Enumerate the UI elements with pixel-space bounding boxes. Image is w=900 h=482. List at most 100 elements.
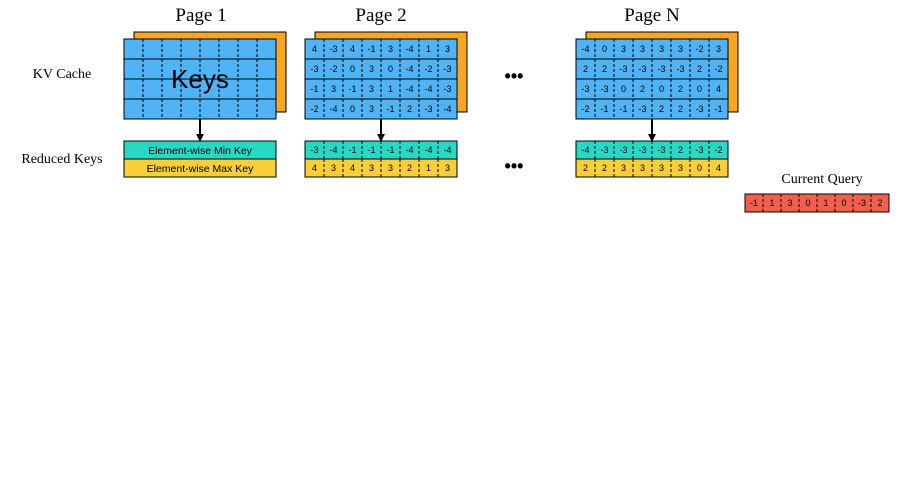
page-n-min-cell: -3: [619, 145, 627, 155]
page-n-key-cell: -3: [657, 64, 665, 74]
page-n-key-cell: 0: [659, 84, 664, 94]
page-n-key-cell: -3: [600, 84, 608, 94]
page-2-key-cell: -1: [310, 84, 318, 94]
page-n-key-cell: 0: [697, 84, 702, 94]
page-2-key-cell: -3: [424, 104, 432, 114]
page-2-min-cell: -1: [348, 145, 356, 155]
page-n-key-cell: 2: [697, 64, 702, 74]
page-2-key-cell: -2: [424, 64, 432, 74]
page-n-key-cell: 2: [659, 104, 664, 114]
ellipsis-reduced: •••: [505, 156, 524, 176]
page-n-min-cell: 2: [678, 145, 683, 155]
page-n-key-cell: -3: [638, 104, 646, 114]
page-n-max-cell: 3: [659, 163, 664, 173]
page-n-key-cell: 3: [716, 44, 721, 54]
page-2-title: Page 2: [355, 5, 406, 26]
reduced-keys-label: Reduced Keys: [21, 152, 102, 167]
page-n-min-cell: -4: [581, 145, 589, 155]
page-n-max-cell: 3: [678, 163, 683, 173]
page-2-key-cell: -4: [405, 44, 413, 54]
page-2-key-cell: 0: [388, 64, 393, 74]
page-2-key-cell: -4: [329, 104, 337, 114]
page-n: -4 0 3 3 3 3 -2 3 2 2 -3 -3 -3 -3 2 -2 -3 -3 0 2 0 2 0 4 -2 -1 -1 -…: [575, 31, 739, 178]
page-2-max-cell: 3: [331, 163, 336, 173]
page-2-key-cell: 3: [445, 44, 450, 54]
page-2-key-cell: 3: [388, 44, 393, 54]
page-n-key-cell: -3: [638, 64, 646, 74]
keys-label: Keys: [171, 64, 229, 94]
page-n-max-cell: 2: [583, 163, 588, 173]
min-key-label: Element-wise Min Key: [148, 145, 253, 157]
page-n-key-cell: -1: [600, 104, 608, 114]
page-n-min-cell: -3: [638, 145, 646, 155]
page-n-max-cell: 2: [602, 163, 607, 173]
page-2-key-cell: -3: [310, 64, 318, 74]
page-2-max-cell: 3: [388, 163, 393, 173]
page-2-min-cell: -1: [367, 145, 375, 155]
query-cell: 0: [805, 198, 810, 208]
page-2-key-cell: 3: [331, 84, 336, 94]
page-2-max-cell: 2: [407, 163, 412, 173]
page-2-key-cell: 1: [388, 84, 393, 94]
page-n-max-cell: 3: [640, 163, 645, 173]
page-2-max-cell: 4: [312, 163, 317, 173]
page-n-key-cell: 2: [583, 64, 588, 74]
page-n-key-cell: -2: [714, 64, 722, 74]
query-cell: 1: [769, 198, 774, 208]
page-n-key-cell: 3: [640, 44, 645, 54]
page-2-key-cell: -3: [443, 64, 451, 74]
page-n-key-cell: -3: [581, 84, 589, 94]
page-2-key-cell: -3: [329, 44, 337, 54]
page-2-key-cell: -4: [443, 104, 451, 114]
page-n-max-cell: 0: [697, 163, 702, 173]
page-n-min-cell: -2: [714, 145, 722, 155]
page-n-key-cell: -2: [695, 44, 703, 54]
page-2-key-cell: 4: [312, 44, 317, 54]
page-2-key-cell: 2: [407, 104, 412, 114]
page-2-key-cell: -2: [329, 64, 337, 74]
page-n-min-cell: -3: [695, 145, 703, 155]
page-2-key-cell: -2: [310, 104, 318, 114]
page-n-title: Page N: [624, 5, 680, 26]
page-n-key-cell: 3: [678, 44, 683, 54]
page-n-min-cell: -3: [657, 145, 665, 155]
page-n-key-cell: 2: [678, 104, 683, 114]
page-2-min-cell: -4: [443, 145, 451, 155]
page-1: Keys Element-wise Min Key Element-wise M…: [123, 31, 287, 178]
page-n-max-cell: 4: [716, 163, 721, 173]
page-2-min-cell: -1: [386, 145, 394, 155]
page-2-max-cell: 3: [445, 163, 450, 173]
page-2-key-cell: 4: [350, 44, 355, 54]
page-n-key-cell: -1: [714, 104, 722, 114]
page-n-key-cell: 2: [678, 84, 683, 94]
kv-cache-label: KV Cache: [33, 67, 91, 82]
max-key-label: Element-wise Max Key: [147, 163, 255, 175]
page-2-key-cell: -4: [405, 84, 413, 94]
page-2-key-cell: 0: [350, 104, 355, 114]
page-2-key-cell: -3: [443, 84, 451, 94]
query-cell: 1: [823, 198, 828, 208]
page-n-key-cell: 2: [640, 84, 645, 94]
page-2-key-cell: -1: [367, 44, 375, 54]
page-n-key-cell: -1: [619, 104, 627, 114]
query-cell: 0: [841, 198, 846, 208]
page-n-key-cell: 0: [602, 44, 607, 54]
page-n-key-cell: -3: [695, 104, 703, 114]
ellipsis-kv: •••: [505, 66, 524, 86]
page-n-key-cell: -3: [619, 64, 627, 74]
max-key-bar: [123, 158, 277, 178]
page-n-key-cell: 0: [621, 84, 626, 94]
page-2-key-cell: 3: [369, 84, 374, 94]
page-2-key-cell: 3: [369, 64, 374, 74]
page-2-min-key: -3-4-1-1-1-4-4-4: [304, 140, 458, 160]
page-2-key-cell: 0: [350, 64, 355, 74]
page-2-key-cell: -1: [386, 104, 394, 114]
page-n-key-cell: -2: [581, 104, 589, 114]
